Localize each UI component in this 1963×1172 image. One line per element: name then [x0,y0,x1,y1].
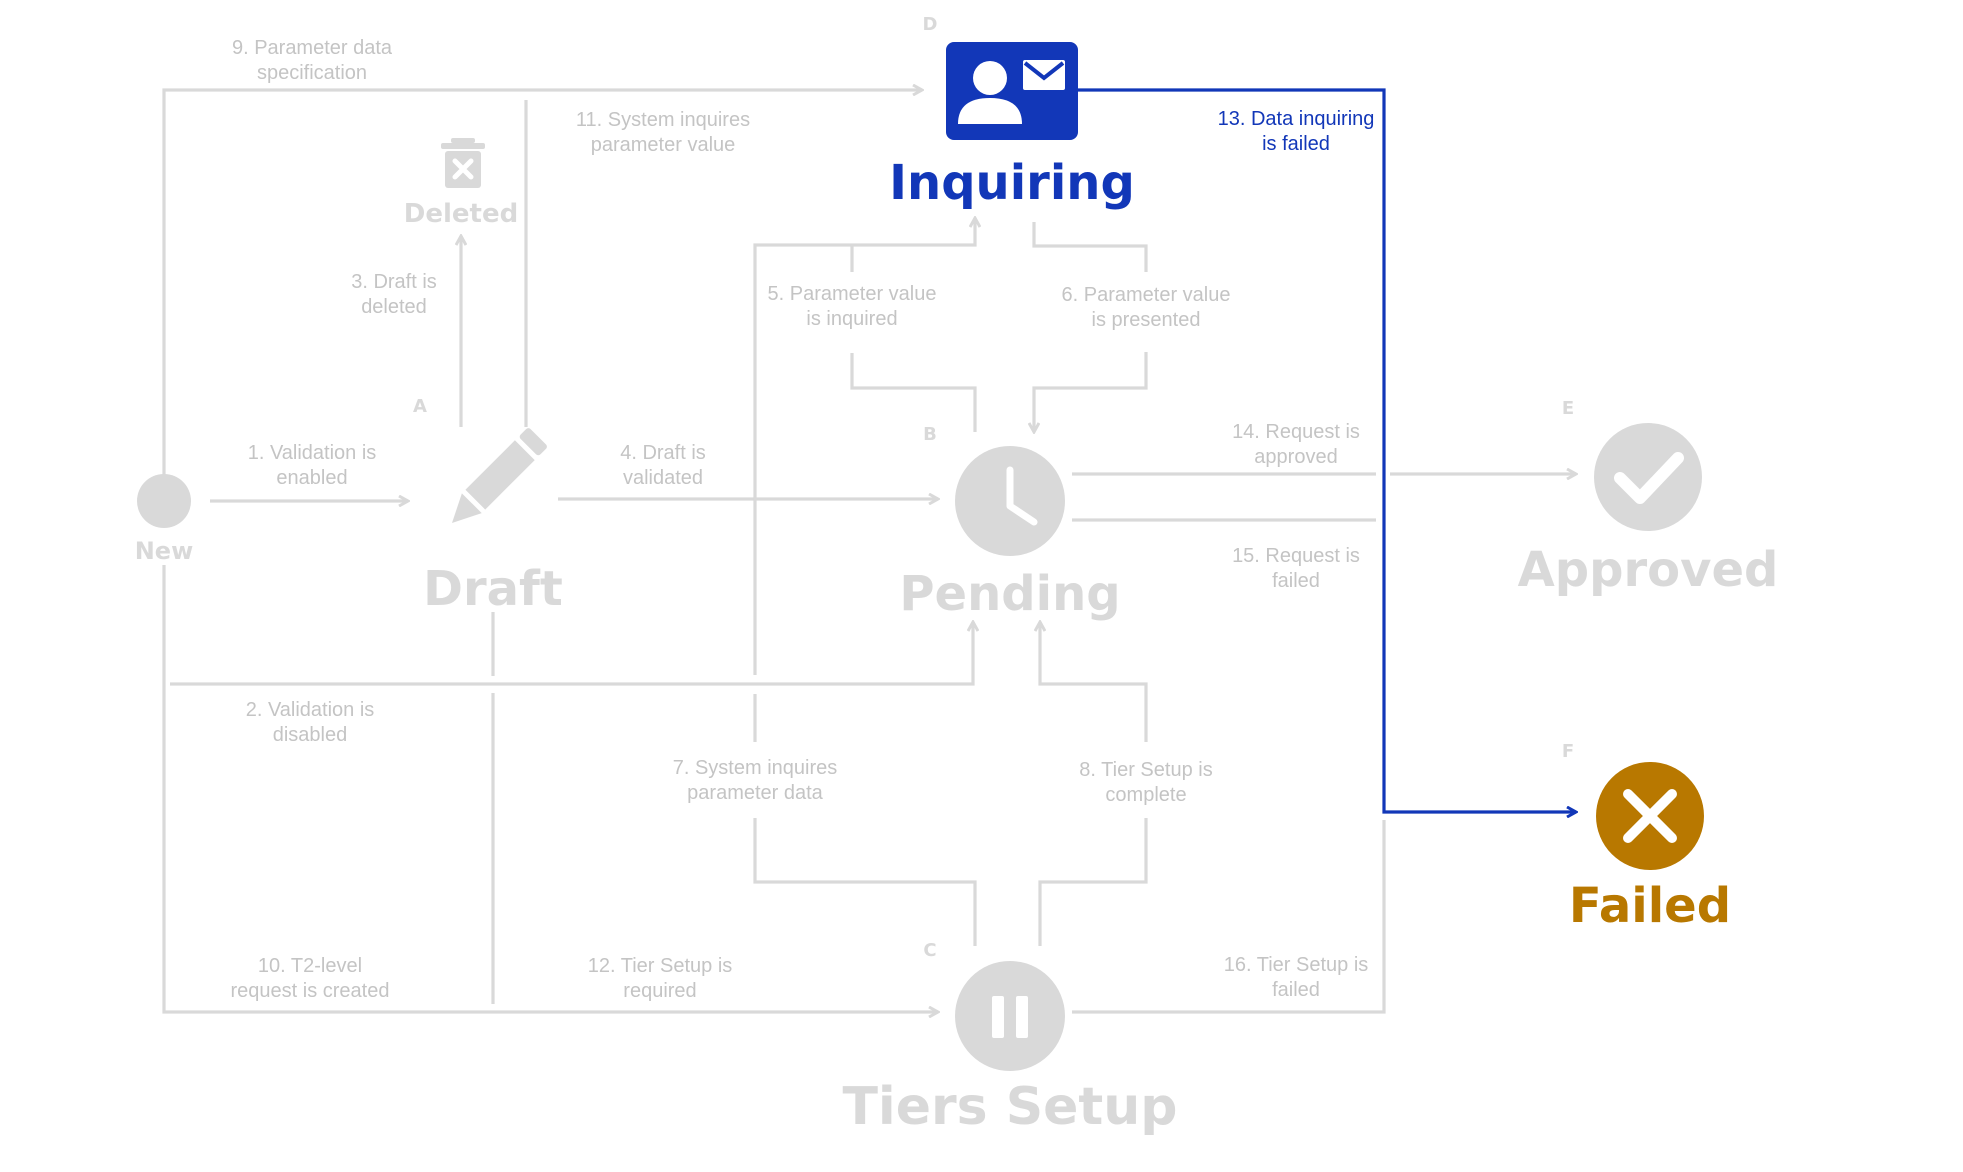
contact-card-icon [946,42,1078,140]
clock-icon [955,446,1065,556]
edge-6 [1034,222,1148,432]
node-label-deleted: Deleted [404,199,518,229]
node-pending[interactable]: B Pending [899,424,1120,622]
node-draft[interactable]: A Draft [413,396,563,617]
node-label-tiers-setup: Tiers Setup [842,1077,1177,1137]
node-label-inquiring: Inquiring [889,155,1135,211]
node-approved[interactable]: E Approved [1518,398,1779,598]
node-letter-c: C [923,940,936,961]
node-letter-d: D [923,14,938,35]
edge-9 [162,90,922,500]
checkmark-icon [1594,423,1702,531]
node-tiers-setup[interactable]: C Tiers Setup [842,940,1177,1137]
edge-7-5-line [753,218,975,675]
node-label-new: New [135,537,194,565]
node-deleted[interactable]: Deleted [404,138,518,229]
edge-16 [1072,820,1386,1014]
node-letter-a: A [413,396,427,417]
edge-13 [1078,88,1576,812]
pause-icon [955,961,1065,1071]
pencil-icon [451,428,547,524]
node-failed[interactable]: F Failed [1562,741,1731,934]
edge-8 [1040,622,1148,946]
node-label-pending: Pending [899,566,1120,622]
edge-10 [162,565,938,1012]
node-letter-f: F [1562,741,1574,762]
node-letter-e: E [1562,398,1574,419]
edge-5 [850,245,977,432]
node-label-failed: Failed [1569,878,1731,934]
node-label-approved: Approved [1518,542,1779,598]
trash-icon [441,138,485,188]
node-label-draft: Draft [423,561,563,617]
edge-2 [170,622,973,686]
node-inquiring[interactable]: D Inquiring [889,14,1135,211]
node-letter-b: B [923,424,937,445]
x-icon [1596,762,1704,870]
edges [162,88,1576,1014]
circle-icon [137,474,191,528]
node-new[interactable]: New [135,474,194,565]
edge-7 [753,818,977,946]
